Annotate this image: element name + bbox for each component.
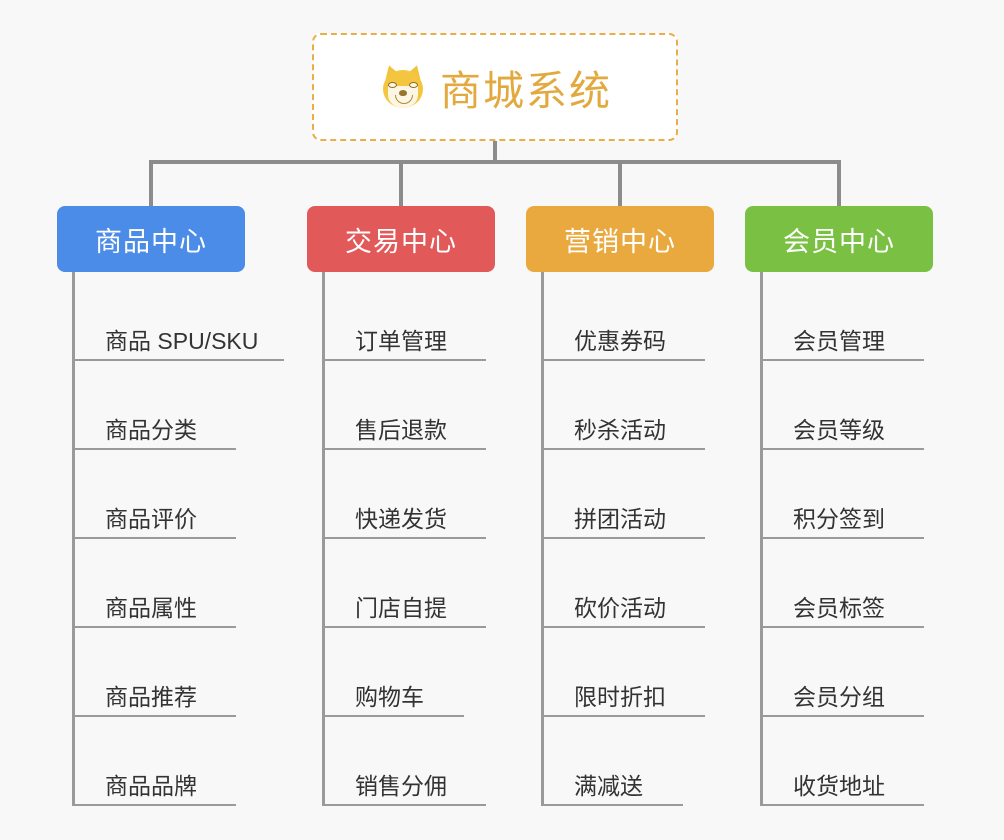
leaf-item[interactable]: 限时折扣 [541, 628, 705, 717]
leaf-item[interactable]: 积分签到 [760, 450, 924, 539]
category-box-product-center[interactable]: 商品中心 [57, 206, 245, 272]
leaf-label: 积分签到 [793, 505, 885, 532]
leaf-item[interactable]: 会员管理 [760, 272, 924, 361]
leaf-label: 会员标签 [793, 594, 885, 621]
leaf-label: 收货地址 [793, 772, 885, 799]
category-label: 营销中心 [564, 226, 676, 257]
category-box-member-center[interactable]: 会员中心 [745, 206, 933, 272]
leaf-label: 商品 SPU/SKU [105, 327, 259, 354]
leaf-label: 快递发货 [355, 505, 447, 532]
leaf-item[interactable]: 会员等级 [760, 361, 924, 450]
leaf-label: 优惠券码 [574, 327, 666, 354]
connector-drop-trade-center [399, 160, 403, 206]
leaf-label: 商品评价 [105, 505, 197, 532]
leaf-label: 会员分组 [793, 683, 885, 710]
leaf-label: 售后退款 [355, 416, 447, 443]
leaf-label: 商品属性 [105, 594, 197, 621]
leaf-item[interactable]: 拼团活动 [541, 450, 705, 539]
leaf-label: 门店自提 [355, 594, 447, 621]
leaf-label: 满减送 [574, 772, 643, 799]
leaf-item[interactable]: 销售分佣 [322, 717, 486, 806]
leaf-item[interactable]: 商品品牌 [72, 717, 236, 806]
leaf-item[interactable]: 售后退款 [322, 361, 486, 450]
leaf-item[interactable]: 商品推荐 [72, 628, 236, 717]
leaf-label: 订单管理 [355, 327, 447, 354]
leaf-item[interactable]: 商品分类 [72, 361, 236, 450]
branch-trunk-product-center [72, 272, 75, 806]
shiba-dog-icon [378, 62, 426, 111]
leaf-item[interactable]: 快递发货 [322, 450, 486, 539]
leaf-label: 会员管理 [793, 327, 885, 354]
connector-drop-product-center [149, 160, 153, 206]
leaf-item[interactable]: 砍价活动 [541, 539, 705, 628]
leaf-item[interactable]: 商品属性 [72, 539, 236, 628]
leaf-label: 限时折扣 [574, 683, 666, 710]
leaf-item[interactable]: 会员分组 [760, 628, 924, 717]
category-label: 会员中心 [783, 226, 895, 257]
category-box-marketing-center[interactable]: 营销中心 [526, 206, 714, 272]
root-title: 商城系统 [440, 68, 612, 114]
leaf-label: 秒杀活动 [574, 416, 666, 443]
connector-root-stem [493, 141, 497, 164]
leaf-label: 销售分佣 [355, 772, 447, 799]
leaf-label: 拼团活动 [574, 505, 666, 532]
category-label: 交易中心 [345, 226, 457, 257]
leaf-item[interactable]: 商品评价 [72, 450, 236, 539]
leaf-label: 购物车 [355, 683, 424, 710]
leaf-item[interactable]: 商品 SPU/SKU [72, 272, 284, 361]
leaf-item[interactable]: 秒杀活动 [541, 361, 705, 450]
leaf-label: 商品分类 [105, 416, 197, 443]
branch-trunk-marketing-center [541, 272, 544, 806]
root-node-shopping-mall-system[interactable]: 商城系统 [312, 33, 678, 141]
leaf-label: 商品品牌 [105, 772, 197, 799]
category-label: 商品中心 [95, 226, 207, 257]
branch-trunk-member-center [760, 272, 763, 806]
leaf-item[interactable]: 收货地址 [760, 717, 924, 806]
leaf-item[interactable]: 满减送 [541, 717, 683, 806]
connector-drop-member-center [837, 160, 841, 206]
leaf-item[interactable]: 订单管理 [322, 272, 486, 361]
leaf-item[interactable]: 门店自提 [322, 539, 486, 628]
leaf-item[interactable]: 会员标签 [760, 539, 924, 628]
category-box-trade-center[interactable]: 交易中心 [307, 206, 495, 272]
branch-trunk-trade-center [322, 272, 325, 806]
connector-horizontal-bus [149, 160, 839, 164]
leaf-label: 会员等级 [793, 416, 885, 443]
leaf-item[interactable]: 购物车 [322, 628, 464, 717]
leaf-item[interactable]: 优惠券码 [541, 272, 705, 361]
leaf-label: 商品推荐 [105, 683, 197, 710]
connector-drop-marketing-center [618, 160, 622, 206]
leaf-label: 砍价活动 [574, 594, 666, 621]
